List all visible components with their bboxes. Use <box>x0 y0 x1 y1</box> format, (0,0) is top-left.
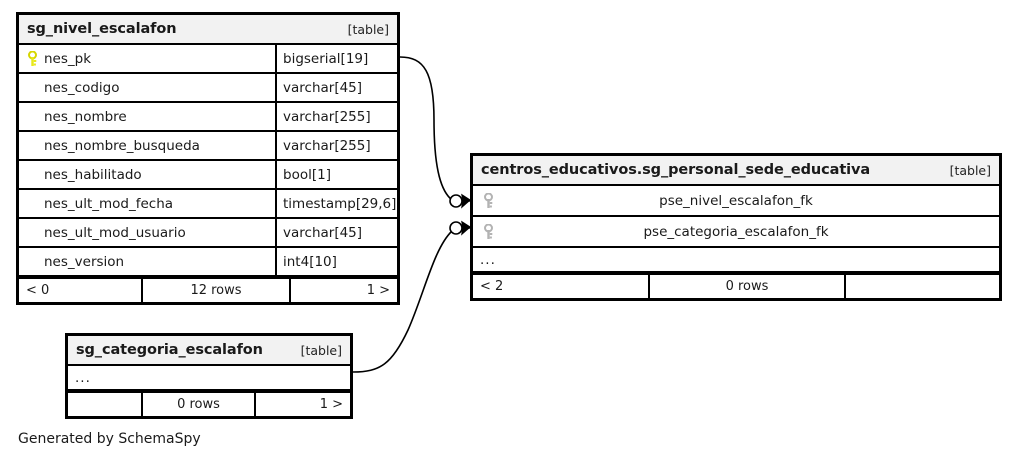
table-footer: < 2 0 rows <box>473 273 999 298</box>
column-name-label: nes_ult_mod_usuario <box>44 224 186 241</box>
column-name-cell: nes_nombre <box>19 103 275 130</box>
table-node-sg_nivel_escalafon[interactable]: sg_nivel_escalafon [table] nes_pk bigser… <box>16 12 400 305</box>
footer-parent-count[interactable]: < 0 <box>26 283 50 298</box>
column-name-cell: nes_ult_mod_fecha <box>19 190 275 217</box>
column-name-label: nes_habilitado <box>44 166 142 183</box>
column-name-label: nes_pk <box>44 50 92 67</box>
table-row[interactable]: pse_categoria_escalafon_fk <box>473 217 999 248</box>
column-type-cell: bigserial[19] <box>275 45 397 72</box>
column-type-cell: bool[1] <box>275 161 397 188</box>
column-name-cell: nes_nombre_busqueda <box>19 132 275 159</box>
generated-by-credit: Generated by SchemaSpy <box>18 431 201 447</box>
table-row[interactable]: nes_nombre varchar[255] <box>19 103 397 132</box>
column-name-label: nes_nombre <box>44 108 127 125</box>
column-name-label: nes_ult_mod_fecha <box>44 195 174 212</box>
table-row[interactable]: nes_nombre_busqueda varchar[255] <box>19 132 397 161</box>
table-title: sg_categoria_escalafon <box>76 342 263 358</box>
column-name-cell: nes_ult_mod_usuario <box>19 219 275 246</box>
zero-cardinality-circle <box>449 194 463 208</box>
table-footer: < 0 12 rows 1 > <box>19 277 397 302</box>
table-title: sg_nivel_escalafon <box>27 21 177 37</box>
footer-row-count: 12 rows <box>141 279 289 302</box>
crows-foot-arrow <box>461 220 472 236</box>
footer-parent-count[interactable]: < 2 <box>480 279 504 294</box>
column-type-cell: varchar[45] <box>275 74 397 101</box>
table-row[interactable]: nes_habilitado bool[1] <box>19 161 397 190</box>
table-row[interactable]: nes_ult_mod_fecha timestamp[29,6] <box>19 190 397 219</box>
relationship-edge-nes_pk-pse_nivel_escalafon_fk <box>399 56 472 209</box>
foreign-key-icon <box>483 192 494 209</box>
column-type-cell: varchar[45] <box>275 219 397 246</box>
column-name-cell: pse_categoria_escalafon_fk <box>473 217 999 246</box>
key-icon-placeholder <box>27 109 38 125</box>
footer-row-count: 0 rows <box>648 275 844 298</box>
column-type-cell: timestamp[29,6] <box>275 190 397 217</box>
column-name-cell: nes_pk <box>19 45 275 72</box>
table-row[interactable]: nes_ult_mod_usuario varchar[45] <box>19 219 397 248</box>
column-type-cell: int4[10] <box>275 248 397 275</box>
table-type-tag: [table] <box>300 342 342 358</box>
table-footer: 0 rows 1 > <box>68 391 350 416</box>
table-row[interactable]: pse_nivel_escalafon_fk <box>473 186 999 217</box>
table-node-sg_categoria_escalafon[interactable]: sg_categoria_escalafon [table] ... 0 row… <box>65 333 353 419</box>
key-icon-placeholder <box>27 167 38 183</box>
crows-foot-arrow <box>461 193 472 209</box>
column-name-label: nes_nombre_busqueda <box>44 137 200 154</box>
column-name-label: nes_codigo <box>44 79 120 96</box>
column-name-label: nes_version <box>44 253 125 270</box>
key-icon-placeholder <box>27 225 38 241</box>
table-row[interactable]: nes_pk bigserial[19] <box>19 45 397 74</box>
column-name-cell: nes_version <box>19 248 275 275</box>
key-icon-placeholder <box>27 80 38 96</box>
footer-child-count[interactable]: 1 > <box>289 279 397 302</box>
column-name-cell: nes_habilitado <box>19 161 275 188</box>
footer-parent-count[interactable] <box>68 393 141 416</box>
column-name-label: pse_nivel_escalafon_fk <box>659 192 813 209</box>
primary-key-icon <box>27 50 38 67</box>
foreign-key-icon <box>483 223 494 240</box>
more-columns-ellipsis[interactable]: ... <box>68 366 350 391</box>
table-row[interactable]: nes_codigo varchar[45] <box>19 74 397 103</box>
table-node-centros_educativos-sg_personal_sede_educativa[interactable]: centros_educativos.sg_personal_sede_educ… <box>470 153 1002 301</box>
key-icon-placeholder <box>27 196 38 212</box>
table-title: centros_educativos.sg_personal_sede_educ… <box>481 162 871 178</box>
footer-child-count[interactable]: 1 > <box>254 393 350 416</box>
footer-child-count[interactable] <box>844 275 999 298</box>
column-type-cell: varchar[255] <box>275 103 397 130</box>
key-icon-placeholder <box>27 138 38 154</box>
column-name-label: pse_categoria_escalafon_fk <box>643 223 829 240</box>
table-header: sg_nivel_escalafon [table] <box>19 15 397 45</box>
footer-row-count: 0 rows <box>141 393 254 416</box>
table-header: sg_categoria_escalafon [table] <box>68 336 350 366</box>
column-name-cell: nes_codigo <box>19 74 275 101</box>
column-name-cell: pse_nivel_escalafon_fk <box>473 186 999 215</box>
table-type-tag: [table] <box>347 21 389 37</box>
more-columns-ellipsis[interactable]: ... <box>473 248 999 273</box>
key-icon-placeholder <box>27 254 38 270</box>
table-header: centros_educativos.sg_personal_sede_educ… <box>473 156 999 186</box>
column-type-cell: varchar[255] <box>275 132 397 159</box>
table-type-tag: [table] <box>949 162 991 178</box>
zero-cardinality-circle <box>449 221 463 235</box>
table-row[interactable]: nes_version int4[10] <box>19 248 397 277</box>
